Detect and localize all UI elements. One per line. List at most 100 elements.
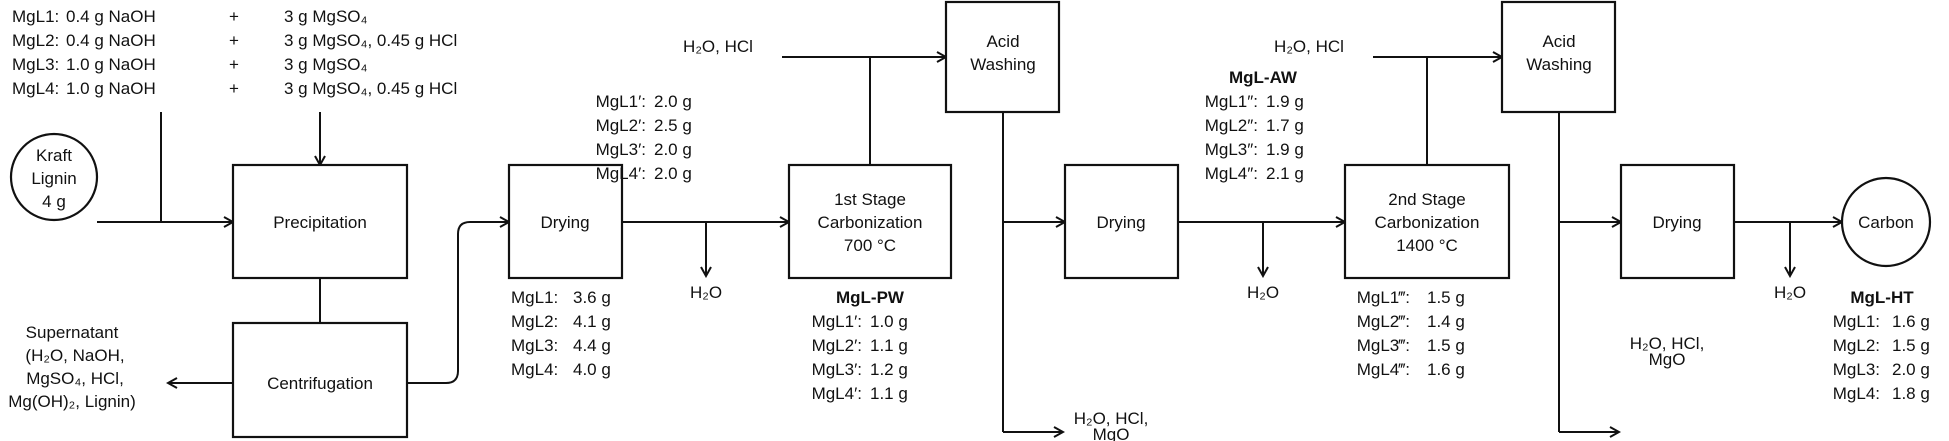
after-carbonization-2-masses: MgL1‴: 1.5 g MgL2‴: 1.4 g MgL3‴: 1.5 g M… <box>1357 288 1465 379</box>
mass-label: MgL1: <box>1833 312 1880 331</box>
mass-label: MgL4″: <box>1205 164 1258 183</box>
carbonization-2-label-line: 2nd Stage <box>1388 190 1466 209</box>
mass-value: 2.1 g <box>1266 164 1304 183</box>
mass-label: MgL1′: <box>812 312 862 331</box>
drying-1-box: Drying <box>507 163 624 280</box>
acid-washing-2-box: Acid Washing <box>1500 0 1617 114</box>
mass-label: MgL3: <box>511 336 558 355</box>
carbonization-2-box: 2nd Stage Carbonization 1400 °C <box>1343 163 1511 280</box>
recipe-mgso4: 3 g MgSO₄, 0.45 g HCl <box>284 31 457 50</box>
carbonization-1-label-line: 1st Stage <box>834 190 906 209</box>
water-out-1-label: H₂O <box>690 283 722 302</box>
carbonization-1-temperature: 700 °C <box>844 236 896 255</box>
mass-label: MgL3‴: <box>1357 336 1410 355</box>
waste-out-2-label-line: H₂O, HCl, <box>1630 334 1705 353</box>
recipe-name: MgL3: <box>12 55 59 74</box>
mass-label: MgL1: <box>511 288 558 307</box>
drying-2-label: Drying <box>1096 213 1145 232</box>
recipe-mgso4: 3 g MgSO₄, 0.45 g HCl <box>284 79 457 98</box>
carbonization-2-label-line: Carbonization <box>1375 213 1480 232</box>
mass-label: MgL2‴: <box>1357 312 1410 331</box>
mass-label: MgL1‴: <box>1357 288 1410 307</box>
supernatant-label: Supernatant (H₂O, NaOH, MgSO₄, HCl, Mg(O… <box>8 323 136 411</box>
before-carbonization-1-masses: MgL1′: 2.0 g MgL2′: 2.5 g MgL3′: 2.0 g M… <box>596 92 692 183</box>
acid-washing-1-label-line: Washing <box>970 55 1036 74</box>
mass-label: MgL4: <box>1833 384 1880 403</box>
carbon-node: Carbon <box>1840 176 1932 268</box>
mass-label: MgL2″: <box>1205 116 1258 135</box>
mass-value: 3.6 g <box>573 288 611 307</box>
mass-value: 1.5 g <box>1892 336 1930 355</box>
supernatant-line: (H₂O, NaOH, <box>25 346 124 365</box>
recipe-plus: + <box>229 7 239 26</box>
precipitation-box: Precipitation <box>231 163 409 280</box>
mgl-ht-masses: MgL-HT MgL1: 1.6 g MgL2: 1.5 g MgL3: 2.0… <box>1833 288 1930 403</box>
mass-value: 4.1 g <box>573 312 611 331</box>
mass-value: 4.0 g <box>573 360 611 379</box>
recipe-row: MgL3: 1.0 g NaOH + 3 g MgSO₄ <box>12 55 368 74</box>
recipe-mgso4: 3 g MgSO₄ <box>284 7 368 26</box>
mgl-pw-title: MgL-PW <box>836 288 905 307</box>
carbonization-1-label-line: Carbonization <box>818 213 923 232</box>
recipe-naoh: 0.4 g NaOH <box>66 31 156 50</box>
recipe-mgso4: 3 g MgSO₄ <box>284 55 368 74</box>
acid-washing-2-label-line: Acid <box>1542 32 1575 51</box>
recipe-row: MgL2: 0.4 g NaOH + 3 g MgSO₄, 0.45 g HCl <box>12 31 457 50</box>
drying-2-box: Drying <box>1063 163 1180 280</box>
mass-label: MgL2: <box>1833 336 1880 355</box>
mass-label: MgL1′: <box>596 92 646 111</box>
precipitation-label: Precipitation <box>273 213 367 232</box>
recipe-naoh: 1.0 g NaOH <box>66 79 156 98</box>
recipe-plus: + <box>229 79 239 98</box>
acid-washing-1-label-line: Acid <box>986 32 1019 51</box>
after-drying-1-masses: MgL1: 3.6 g MgL2: 4.1 g MgL3: 4.4 g MgL4… <box>511 288 611 379</box>
water-out-3-label: H₂O <box>1774 283 1806 302</box>
acid-input-2-label: H₂O, HCl <box>1274 37 1344 56</box>
recipe-name: MgL1: <box>12 7 59 26</box>
mass-value: 1.2 g <box>870 360 908 379</box>
mgl-aw-title: MgL-AW <box>1229 68 1298 87</box>
mass-value: 1.1 g <box>870 336 908 355</box>
acid-washing-2-label-line: Washing <box>1526 55 1592 74</box>
mass-label: MgL3: <box>1833 360 1880 379</box>
mass-label: MgL2′: <box>812 336 862 355</box>
mass-value: 1.6 g <box>1427 360 1465 379</box>
mass-value: 1.6 g <box>1892 312 1930 331</box>
recipe-table: MgL1: 0.4 g NaOH + 3 g MgSO₄ MgL2: 0.4 g… <box>12 7 457 98</box>
recipe-row: MgL1: 0.4 g NaOH + 3 g MgSO₄ <box>12 7 368 26</box>
mgl-pw-masses: MgL-PW MgL1′: 1.0 g MgL2′: 1.1 g MgL3′: … <box>812 288 908 403</box>
mgl-ht-title: MgL-HT <box>1850 288 1914 307</box>
mass-label: MgL2: <box>511 312 558 331</box>
connectors <box>97 57 1842 432</box>
recipe-name: MgL2: <box>12 31 59 50</box>
mass-label: MgL3′: <box>596 140 646 159</box>
mgl-aw-masses: MgL-AW MgL1″: 1.9 g MgL2″: 1.7 g MgL3″: … <box>1205 68 1304 183</box>
carbon-label: Carbon <box>1858 213 1914 232</box>
acid-input-1-label: H₂O, HCl <box>683 37 753 56</box>
kraft-lignin-mass: 4 g <box>42 192 66 211</box>
recipe-plus: + <box>229 55 239 74</box>
mass-value: 1.1 g <box>870 384 908 403</box>
mass-value: 2.0 g <box>1892 360 1930 379</box>
drying-1-label: Drying <box>540 213 589 232</box>
mass-value: 1.5 g <box>1427 336 1465 355</box>
recipe-row: MgL4: 1.0 g NaOH + 3 g MgSO₄, 0.45 g HCl <box>12 79 457 98</box>
kraft-lignin-node: Kraft Lignin 4 g <box>9 132 99 222</box>
supernatant-line: Mg(OH)₂, Lignin) <box>8 392 136 411</box>
waste-out-2-label-line: MgO <box>1649 350 1686 369</box>
mass-value: 1.8 g <box>1892 384 1930 403</box>
mass-label: MgL4: <box>511 360 558 379</box>
mass-label: MgL3″: <box>1205 140 1258 159</box>
mass-label: MgL1″: <box>1205 92 1258 111</box>
mass-value: 1.0 g <box>870 312 908 331</box>
arrow-centrifugation-to-drying-1 <box>407 222 509 384</box>
mass-value: 2.0 g <box>654 92 692 111</box>
mass-value: 2.0 g <box>654 164 692 183</box>
waste-out-1-label-line: H₂O, HCl, <box>1074 409 1149 428</box>
mass-value: 4.4 g <box>573 336 611 355</box>
mass-value: 1.9 g <box>1266 140 1304 159</box>
recipe-naoh: 1.0 g NaOH <box>66 55 156 74</box>
mass-label: MgL3′: <box>812 360 862 379</box>
centrifugation-label: Centrifugation <box>267 374 373 393</box>
